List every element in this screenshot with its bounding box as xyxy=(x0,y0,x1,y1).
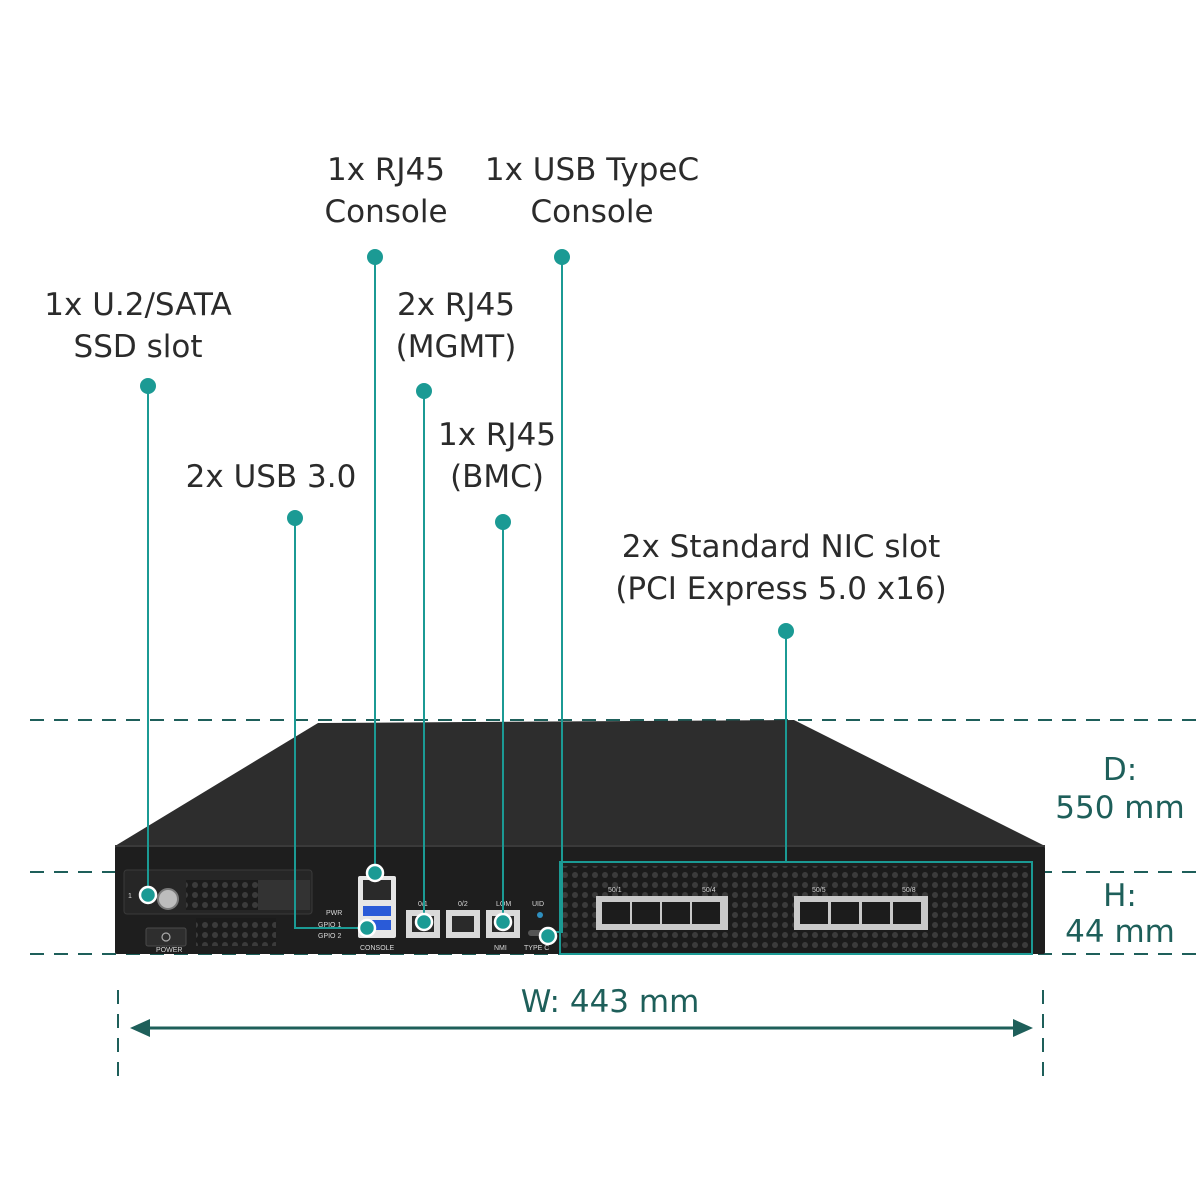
bmc-ring-icon xyxy=(493,912,513,932)
server-chassis: 1 POWER PWR GPIO 1 GPIO 2 CONSOLE 0/1 xyxy=(115,720,1045,954)
nmi-label: NMI xyxy=(494,945,507,952)
leader-dots xyxy=(140,249,794,639)
ssd-bay[interactable]: 1 xyxy=(123,869,313,946)
power-label: POWER xyxy=(156,947,182,954)
callout-usb: 2x USB 3.0 xyxy=(186,459,357,495)
usbc-dot-icon xyxy=(554,249,570,265)
usbc-line2: Console xyxy=(530,194,653,230)
leader-end-rings xyxy=(138,863,558,946)
callout-usbc: 1x USB TypeC Console xyxy=(485,152,699,230)
height-value: 44 mm xyxy=(1065,914,1175,950)
power-button[interactable]: POWER xyxy=(145,927,187,954)
nic-line2: (PCI Express 5.0 x16) xyxy=(615,571,946,607)
console-port-stack: CONSOLE xyxy=(358,876,396,952)
uid-led-icon xyxy=(537,912,543,918)
width-arrow xyxy=(130,1019,1033,1037)
nic-highlight-box xyxy=(559,861,1033,955)
nic-area: 50/1 50/4 50/5 50/8 xyxy=(562,866,1032,952)
console-label: CONSOLE xyxy=(360,945,395,952)
usb-leader xyxy=(294,518,367,929)
gpio2-label: GPIO 2 xyxy=(318,933,341,940)
nic-card-1[interactable]: 50/1 50/4 xyxy=(596,887,728,930)
ssd-line2: SSD slot xyxy=(74,329,203,365)
nic1-left-label: 50/1 xyxy=(608,887,622,894)
usb-port-1[interactable] xyxy=(363,906,391,916)
ssd-line1: 1x U.2/SATA xyxy=(44,287,231,323)
depth-dimension: D: 550 mm xyxy=(1055,752,1184,826)
rj45-console-port[interactable] xyxy=(363,880,391,900)
ssd-latch-icon[interactable] xyxy=(157,888,179,910)
uid-label: UID xyxy=(532,901,544,908)
callout-mgmt: 2x RJ45 (MGMT) xyxy=(396,287,517,365)
power-icon xyxy=(161,932,171,942)
console-ring-icon xyxy=(365,863,385,883)
nic2-right-label: 50/8 xyxy=(902,887,916,894)
usbc-line1: 1x USB TypeC xyxy=(485,152,699,188)
mgmt-dot-icon xyxy=(416,383,432,399)
bay-number: 1 xyxy=(128,893,132,900)
usb-ring-icon xyxy=(357,918,377,938)
pwr-label: PWR xyxy=(326,910,342,917)
console-dot-icon xyxy=(367,249,383,265)
usb-line1: 2x USB 3.0 xyxy=(186,459,357,495)
usbc-ring-icon xyxy=(538,926,558,946)
rj45-console-line2: Console xyxy=(324,194,447,230)
width-label: W: 443 mm xyxy=(521,984,700,1020)
typec-label: TYPE C xyxy=(524,945,549,952)
depth-label: D: xyxy=(1103,752,1137,788)
mgmt-ring-icon xyxy=(414,912,434,932)
arrowhead-right-icon xyxy=(1013,1019,1033,1037)
gpio1-label: GPIO 1 xyxy=(318,922,341,929)
ssd-dot-icon xyxy=(140,378,156,394)
callout-ssd: 1x U.2/SATA SSD slot xyxy=(44,287,231,365)
mgmt-line2: (MGMT) xyxy=(396,329,517,365)
callout-bmc: 1x RJ45 (BMC) xyxy=(438,417,556,495)
nic1-right-label: 50/4 xyxy=(702,887,716,894)
mgmt-line1: 2x RJ45 xyxy=(397,287,515,323)
callout-nic: 2x Standard NIC slot (PCI Express 5.0 x1… xyxy=(615,529,946,607)
usb-port-2[interactable] xyxy=(363,920,391,930)
chassis-top xyxy=(115,720,1045,846)
height-label: H: xyxy=(1103,878,1137,914)
callout-rj45-console: 1x RJ45 Console xyxy=(324,152,447,230)
bmc-line2: (BMC) xyxy=(450,459,544,495)
height-dimension: H: 44 mm xyxy=(1065,878,1175,950)
nic-card-2[interactable]: 50/5 50/8 xyxy=(794,887,928,930)
bmc-dot-icon xyxy=(495,514,511,530)
rj45-console-line1: 1x RJ45 xyxy=(327,152,445,188)
usb-dot-icon xyxy=(287,510,303,526)
nic-line1: 2x Standard NIC slot xyxy=(622,529,941,565)
port-02-label: 0/2 xyxy=(458,901,468,908)
bmc-line1: 1x RJ45 xyxy=(438,417,556,453)
nic-dot-icon xyxy=(778,623,794,639)
nic2-left-label: 50/5 xyxy=(812,887,826,894)
ssd-ring-icon xyxy=(138,885,158,905)
arrowhead-left-icon xyxy=(130,1019,150,1037)
port-01-label: 0/1 xyxy=(418,901,428,908)
depth-value: 550 mm xyxy=(1055,790,1184,826)
